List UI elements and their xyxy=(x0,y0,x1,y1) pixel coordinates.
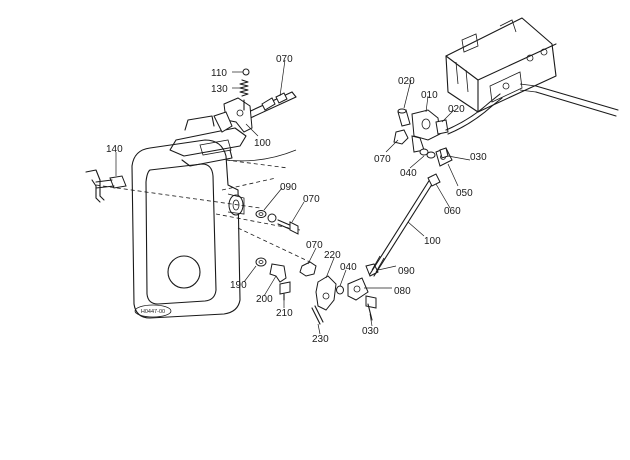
ball-160 xyxy=(242,68,250,76)
label-060: 060 xyxy=(444,206,461,217)
cable xyxy=(445,93,501,131)
bushing-020-left xyxy=(397,108,411,127)
label-170: 130 xyxy=(211,84,228,95)
lever-150 xyxy=(213,97,253,133)
link-180 xyxy=(85,169,127,203)
pin-230 xyxy=(311,305,324,325)
washers-040-upper xyxy=(419,148,436,159)
label-190: 190 xyxy=(230,280,247,291)
label-100: 100 xyxy=(424,236,441,247)
label-070b: 070 xyxy=(306,240,323,251)
diagram-code-text: H0447-00 xyxy=(141,309,165,315)
label-230: 230 xyxy=(312,334,329,345)
leader-lines xyxy=(115,59,471,335)
label-200: 200 xyxy=(256,294,273,305)
label-180: 140 xyxy=(106,144,123,155)
label-150: 100 xyxy=(254,138,271,149)
nut-060 xyxy=(427,173,441,187)
label-160: 110 xyxy=(211,68,227,79)
washer-140 xyxy=(255,210,277,223)
label-070-upper: 070 xyxy=(374,154,391,165)
label-090: 090 xyxy=(398,266,415,277)
label-020b: 020 xyxy=(448,104,465,115)
part-labels: 110 130 070 100 140 090 070 020 010 020 … xyxy=(106,54,487,337)
label-220: 220 xyxy=(324,250,341,261)
bracket-200 xyxy=(269,263,287,283)
label-110: 070 xyxy=(276,54,293,65)
shaft-110 xyxy=(243,91,297,121)
bolt-030-upper xyxy=(439,147,449,159)
diagram-code-stamp: H0447-00 xyxy=(134,304,172,318)
lever-220 xyxy=(315,275,337,311)
rod-100 xyxy=(369,175,437,277)
bolt-030-lower xyxy=(365,295,377,321)
label-140: 090 xyxy=(280,182,297,193)
bolt-130 xyxy=(277,219,299,235)
clip-190 xyxy=(255,257,267,267)
nut-070-lower xyxy=(299,261,317,277)
label-030b: 030 xyxy=(362,326,379,337)
label-040a: 040 xyxy=(400,168,417,179)
label-020a: 020 xyxy=(398,76,415,87)
washer-040-lower xyxy=(336,285,344,295)
engine-housing xyxy=(95,115,311,319)
label-210: 210 xyxy=(276,308,293,319)
label-080: 080 xyxy=(394,286,411,297)
label-040b: 040 xyxy=(340,262,357,273)
label-050: 050 xyxy=(456,188,473,199)
label-130: 070 xyxy=(303,194,320,205)
lever-010 xyxy=(411,109,441,153)
joint-080 xyxy=(347,277,369,301)
label-010: 010 xyxy=(421,90,438,101)
label-030a: 030 xyxy=(470,152,487,163)
governor-box xyxy=(445,17,619,117)
bushing-020-right xyxy=(435,119,449,135)
bolt-210 xyxy=(279,281,291,301)
